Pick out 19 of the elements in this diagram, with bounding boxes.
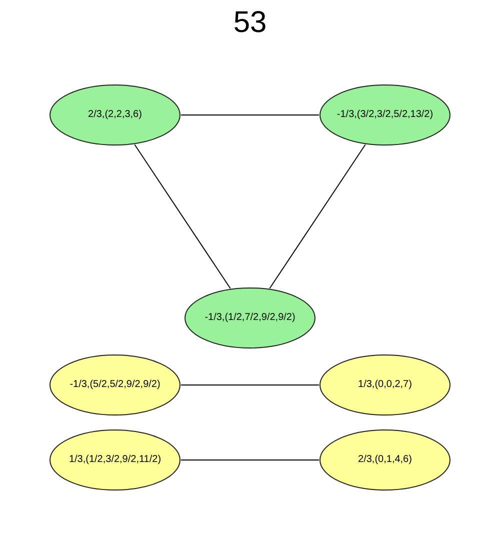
connector-line (180, 384, 320, 386)
node-label: -1/3,(1/2,7/2,9/2,9/2) (204, 312, 296, 324)
connector-line (134, 144, 231, 289)
node-label: 1/3,(0,0,2,7) (358, 378, 412, 392)
ellipse-node (319, 354, 451, 416)
ellipse-node (49, 429, 181, 491)
ellipse-node (49, 354, 181, 416)
diagram-title: 53 (232, 6, 268, 40)
ellipse-node (319, 84, 451, 146)
node-label: 2/3,(0,1,4,6) (358, 454, 412, 466)
ellipse-node (319, 429, 451, 491)
node-label: -1/3,(5/2,5/2,9/2,9/2) (70, 378, 160, 392)
ellipse-node (184, 287, 316, 349)
node-label: 1/3,(1/2,3/2,9/2,11/2) (68, 454, 162, 466)
node-label: 2/3,(2,2,3,6) (88, 108, 142, 122)
ellipse-node (49, 84, 181, 146)
node-label: -1/3,(3/2,3/2,5/2,13/2) (336, 108, 434, 122)
connector-line (180, 114, 320, 116)
connector-line (269, 144, 366, 289)
